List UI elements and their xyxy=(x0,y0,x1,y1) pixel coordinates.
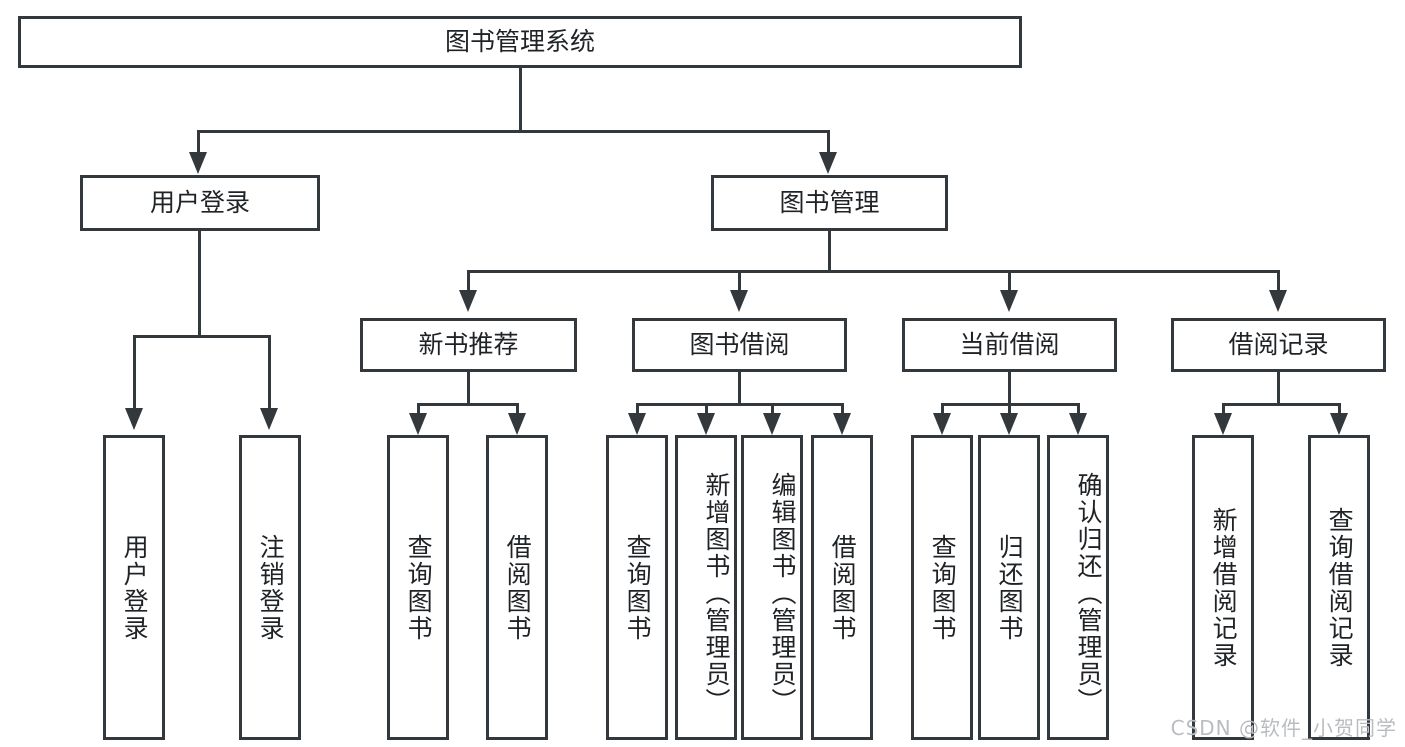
connector-current-borrow-stem xyxy=(1008,372,1011,405)
leaf-bb-edit-book-label: 编辑图书（管理员） xyxy=(768,472,797,715)
arrowhead-cb-query-book xyxy=(933,413,951,435)
connector-book-borrow-stem xyxy=(738,372,741,405)
leaf-cb-return-book[interactable]: 归还图书 xyxy=(978,435,1040,740)
connector-root-to-book-mgmt xyxy=(827,130,830,155)
arrowhead-nbr-borrow-book xyxy=(508,413,526,435)
connector-user-login-left xyxy=(133,335,136,410)
connector-to-borrow-record xyxy=(1277,270,1280,292)
leaf-bb-borrow-book-label: 借阅图书 xyxy=(828,533,858,642)
node-borrow-record[interactable]: 借阅记录 xyxy=(1171,318,1386,372)
connector-root-stem xyxy=(519,68,522,130)
leaf-nbr-query-book[interactable]: 查询图书 xyxy=(387,435,449,740)
connector-br-right xyxy=(1338,403,1341,417)
arrowhead-nbr-query-book xyxy=(409,413,427,435)
connector-borrow-record-stem xyxy=(1277,372,1280,405)
arrowhead-leaf-logout xyxy=(260,408,278,430)
arrowhead-bb-edit-book xyxy=(763,413,781,435)
node-book-borrow-label: 图书借阅 xyxy=(689,330,790,360)
leaf-cb-query-book[interactable]: 查询图书 xyxy=(911,435,973,740)
arrowhead-borrow-record xyxy=(1269,290,1287,312)
connector-book-borrow-bus xyxy=(636,403,844,406)
connector-bb-3 xyxy=(771,403,774,417)
arrowhead-current-borrow xyxy=(1000,290,1018,312)
leaf-bb-add-book[interactable]: 新增图书（管理员） xyxy=(675,435,737,740)
arrowhead-leaf-user-login xyxy=(125,408,143,430)
connector-new-book-rec-stem xyxy=(467,372,470,405)
connector-borrow-record-bus xyxy=(1222,403,1341,406)
connector-nbr-left xyxy=(417,403,420,417)
arrowhead-new-book-rec xyxy=(459,290,477,312)
connector-to-current-borrow xyxy=(1008,270,1011,292)
leaf-nbr-query-book-label: 查询图书 xyxy=(404,533,434,642)
node-book-management-label: 图书管理 xyxy=(779,188,880,218)
connector-book-mgmt-stem xyxy=(828,231,831,272)
node-root-system-label: 图书管理系统 xyxy=(444,27,595,57)
arrowhead-br-query-record xyxy=(1330,413,1348,435)
arrowhead-user-login xyxy=(189,152,207,174)
connector-bb-2 xyxy=(705,403,708,417)
connector-user-login-stem xyxy=(198,231,201,336)
leaf-bb-borrow-book[interactable]: 借阅图书 xyxy=(811,435,873,740)
connector-nbr-right xyxy=(516,403,519,417)
arrowhead-cb-return-book xyxy=(1000,413,1018,435)
leaf-bb-query-book-label: 查询图书 xyxy=(623,533,653,642)
leaf-br-add-record-label: 新增借阅记录 xyxy=(1209,506,1239,669)
leaf-bb-query-book[interactable]: 查询图书 xyxy=(606,435,668,740)
connector-cb-1 xyxy=(941,403,944,417)
node-book-management[interactable]: 图书管理 xyxy=(711,175,948,231)
leaf-cb-confirm-return[interactable]: 确认归还（管理员） xyxy=(1047,435,1109,740)
node-book-borrow[interactable]: 图书借阅 xyxy=(632,318,847,372)
node-new-book-recommend[interactable]: 新书推荐 xyxy=(360,318,577,372)
connector-cb-3 xyxy=(1077,403,1080,417)
node-new-book-recommend-label: 新书推荐 xyxy=(418,330,519,360)
leaf-bb-edit-book[interactable]: 编辑图书（管理员） xyxy=(741,435,803,740)
leaf-user-login[interactable]: 用户登录 xyxy=(103,435,165,740)
arrowhead-cb-confirm-return xyxy=(1069,413,1087,435)
leaf-cb-query-book-label: 查询图书 xyxy=(928,533,958,642)
leaf-cb-return-book-label: 归还图书 xyxy=(995,533,1025,642)
arrowhead-bb-borrow-book xyxy=(833,413,851,435)
leaf-user-login-label: 用户登录 xyxy=(120,533,150,642)
leaf-nbr-borrow-book-label: 借阅图书 xyxy=(503,533,533,642)
connector-root-bus xyxy=(197,130,830,133)
leaf-nbr-borrow-book[interactable]: 借阅图书 xyxy=(486,435,548,740)
connector-br-left xyxy=(1222,403,1225,417)
arrowhead-bb-query-book xyxy=(628,413,646,435)
arrowhead-book-mgmt xyxy=(819,152,837,174)
leaf-br-query-record-label: 查询借阅记录 xyxy=(1325,506,1355,669)
connector-bb-1 xyxy=(636,403,639,417)
connector-to-new-book-rec xyxy=(467,270,470,292)
connector-bb-4 xyxy=(841,403,844,417)
arrowhead-bb-add-book xyxy=(697,413,715,435)
arrowhead-book-borrow xyxy=(730,290,748,312)
connector-root-to-user-login xyxy=(197,130,200,155)
connector-user-login-bus xyxy=(133,335,271,338)
node-user-login[interactable]: 用户登录 xyxy=(80,175,320,231)
node-current-borrow-label: 当前借阅 xyxy=(959,330,1060,360)
node-borrow-record-label: 借阅记录 xyxy=(1228,330,1329,360)
leaf-br-query-record[interactable]: 查询借阅记录 xyxy=(1308,435,1370,740)
leaf-logout[interactable]: 注销登录 xyxy=(239,435,301,740)
connector-cb-2 xyxy=(1008,403,1011,417)
node-root-system[interactable]: 图书管理系统 xyxy=(18,16,1022,68)
node-current-borrow[interactable]: 当前借阅 xyxy=(902,318,1117,372)
leaf-cb-confirm-return-label: 确认归还（管理员） xyxy=(1074,472,1103,715)
leaf-br-add-record[interactable]: 新增借阅记录 xyxy=(1192,435,1254,740)
leaf-logout-label: 注销登录 xyxy=(256,533,286,642)
connector-book-mgmt-bus xyxy=(467,270,1279,273)
arrowhead-br-add-record xyxy=(1214,413,1232,435)
connector-user-login-right xyxy=(268,335,271,410)
connector-to-book-borrow xyxy=(738,270,741,292)
csdn-watermark: CSDN @软件_小贺同学 xyxy=(1170,716,1397,740)
node-user-login-label: 用户登录 xyxy=(149,188,250,218)
leaf-bb-add-book-label: 新增图书（管理员） xyxy=(702,472,731,715)
connector-new-book-rec-bus xyxy=(417,403,519,406)
